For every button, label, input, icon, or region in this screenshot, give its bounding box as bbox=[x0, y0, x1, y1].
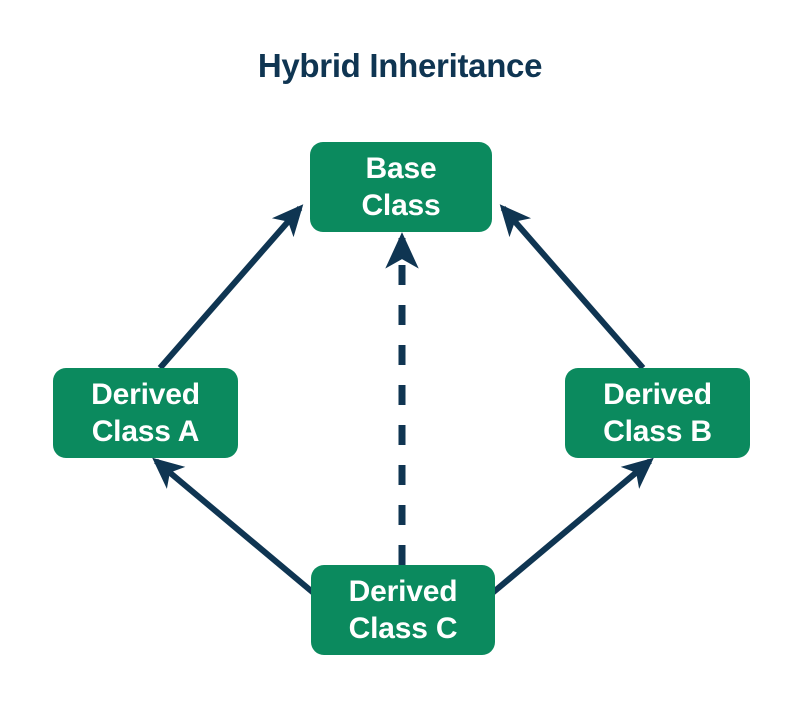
node-derived-class-b[interactable]: Derived Class B bbox=[565, 368, 750, 458]
node-base-class[interactable]: Base Class bbox=[310, 142, 492, 232]
edge-derived-b-to-base bbox=[499, 204, 646, 370]
node-derived-class-b-line2: Class B bbox=[603, 415, 712, 448]
node-derived-class-c[interactable]: Derived Class C bbox=[311, 565, 495, 655]
edge-derived-c-to-derived-a bbox=[152, 457, 318, 598]
node-derived-class-c-line1: Derived bbox=[348, 575, 458, 608]
node-base-class-line1: Base bbox=[365, 152, 437, 185]
node-base-class-line2: Class bbox=[361, 189, 441, 222]
node-derived-class-a-line1: Derived bbox=[91, 378, 200, 411]
node-derived-class-a[interactable]: Derived Class A bbox=[53, 368, 238, 458]
page-title: Hybrid Inheritance bbox=[257, 47, 543, 84]
node-derived-class-a-line2: Class A bbox=[91, 415, 200, 448]
edge-derived-c-to-derived-b bbox=[488, 457, 654, 598]
edge-derived-a-to-base bbox=[157, 204, 304, 370]
node-derived-class-c-line2: Class C bbox=[348, 612, 458, 645]
node-derived-class-b-line1: Derived bbox=[603, 378, 712, 411]
